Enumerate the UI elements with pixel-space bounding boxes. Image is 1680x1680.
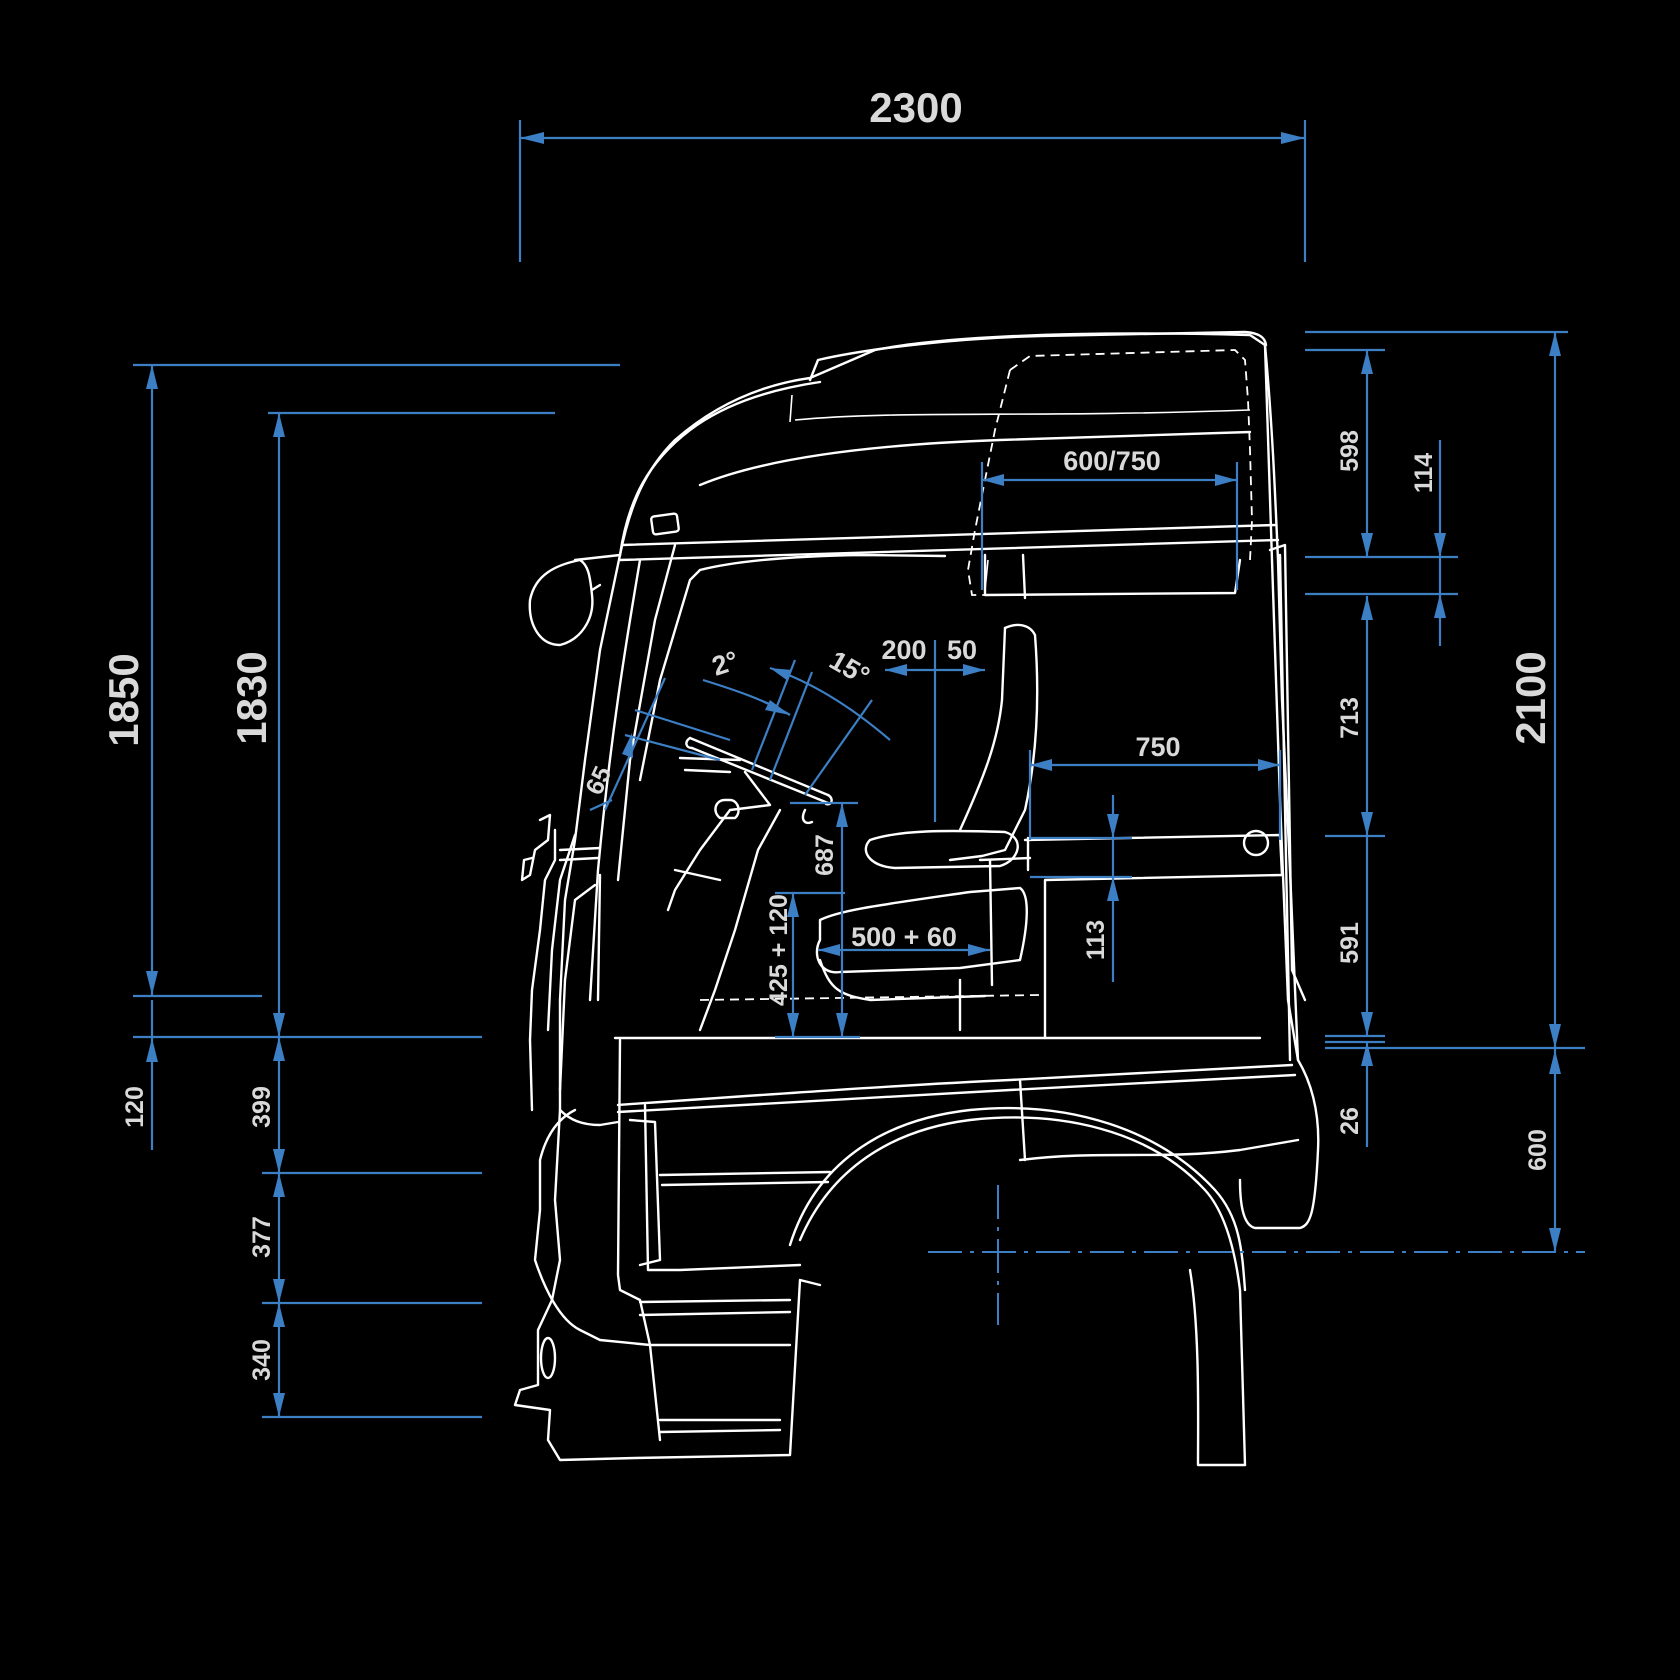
dim-2deg: 2°: [708, 645, 742, 682]
dim-377: 377: [248, 1216, 276, 1258]
dim-591: 591: [1336, 922, 1364, 964]
dim-340: 340: [248, 1339, 276, 1381]
dim-2100: 2100: [1507, 651, 1554, 744]
dim-120: 120: [121, 1086, 149, 1128]
dim-425-120: 425 + 120: [765, 894, 793, 1006]
dim-713: 713: [1336, 697, 1364, 739]
dim-1850: 1850: [100, 653, 147, 746]
dim-600-750: 600/750: [1063, 446, 1161, 476]
dim-500-60: 500 + 60: [851, 922, 957, 952]
dim-50: 50: [947, 635, 977, 665]
dim-26: 26: [1336, 1107, 1364, 1135]
dim-200: 200: [881, 635, 926, 665]
dimension-lines: [133, 120, 1585, 1419]
dim-1830: 1830: [228, 651, 275, 744]
dim-2300: 2300: [869, 84, 962, 131]
dim-399: 399: [248, 1086, 276, 1128]
cab-outline: [513, 330, 1320, 1467]
dim-687: 687: [811, 834, 839, 876]
dim-750: 750: [1135, 732, 1180, 762]
dim-600: 600: [1524, 1129, 1552, 1171]
dim-113: 113: [1082, 920, 1110, 960]
dim-114: 114: [1410, 453, 1438, 493]
dim-15deg: 15°: [824, 645, 874, 691]
dim-598: 598: [1336, 430, 1364, 472]
dimension-labels: 2300 1850 1830 120 399 377 340 2100 600 …: [100, 84, 1554, 1381]
